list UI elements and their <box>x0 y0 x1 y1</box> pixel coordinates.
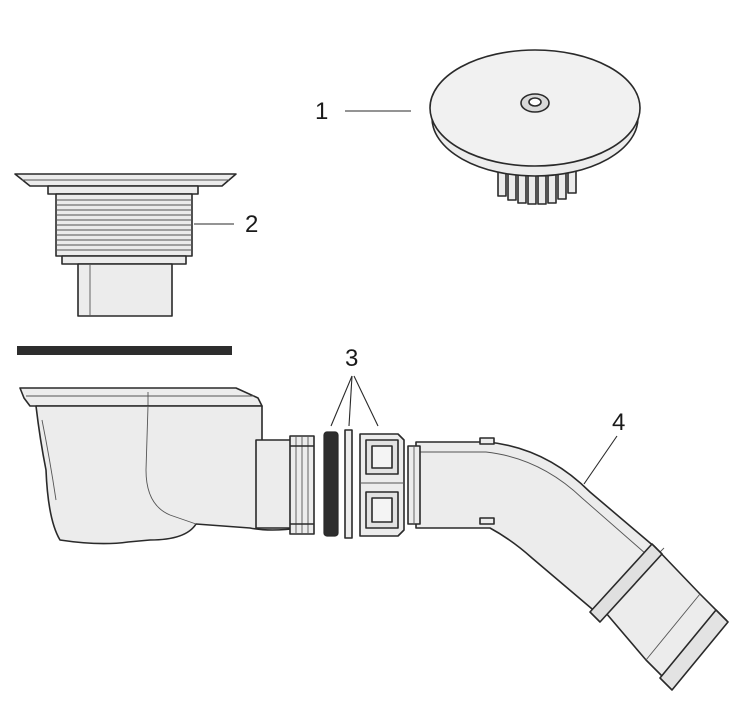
callout-2-label: 2 <box>245 211 258 238</box>
callout-4-label: 4 <box>612 409 625 436</box>
part-2-drain-body <box>14 173 237 317</box>
flat-gasket <box>17 346 232 355</box>
trap-housing <box>19 387 315 545</box>
callout-1: 1 <box>315 98 411 125</box>
callout-3-label: 3 <box>345 345 358 372</box>
part-1-cover-plate <box>429 49 641 205</box>
callout-1-label: 1 <box>315 98 328 125</box>
part-3-seal-set <box>323 429 405 539</box>
callout-4: 4 <box>583 409 625 485</box>
part-2-thread-lines <box>56 199 192 251</box>
part-4-elbow-pipe <box>407 437 729 691</box>
callout-2: 2 <box>194 211 258 238</box>
callout-3: 3 <box>330 345 379 427</box>
